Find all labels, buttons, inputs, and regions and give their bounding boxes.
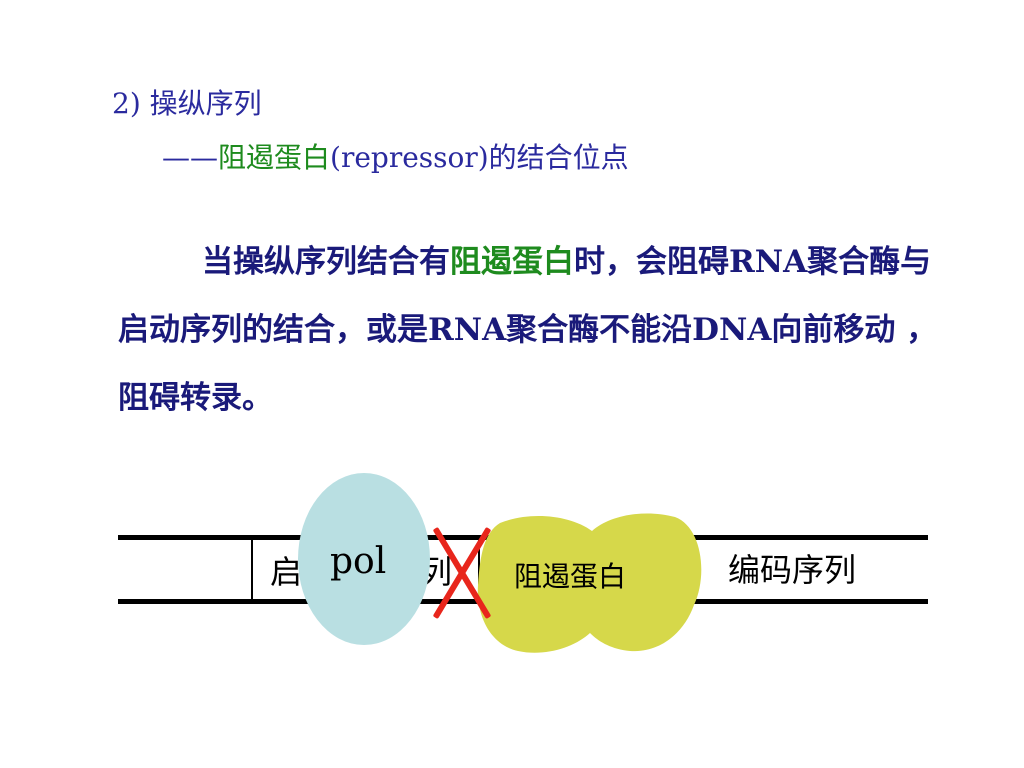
section-heading: 2) 操纵序列 bbox=[112, 86, 262, 122]
rna-polymerase-shape bbox=[298, 473, 430, 645]
subtitle-rest: (repressor)的结合位点 bbox=[330, 141, 629, 174]
repressor-label: 阻遏蛋白 bbox=[514, 560, 627, 593]
section-number: 2) bbox=[112, 87, 141, 120]
region-divider-left bbox=[251, 538, 253, 600]
subtitle-highlight: 阻遏蛋白 bbox=[218, 141, 331, 174]
region-divider-right bbox=[478, 538, 480, 600]
paragraph-highlight: 阻遏蛋白 bbox=[450, 244, 574, 280]
coding-sequence-label: 编码序列 bbox=[728, 551, 857, 589]
paragraph-part2: 时，会阻碍RNA聚合酶与启动序列的结合，或是RNA聚合酶不能沿DNA向前移动 ，… bbox=[118, 244, 938, 416]
repressor-protein-shape bbox=[477, 513, 702, 653]
promoter-label-left: 启 bbox=[270, 553, 303, 591]
pol-label: pol bbox=[330, 541, 387, 582]
body-paragraph: 当操纵序列结合有阻遏蛋白时，会阻碍RNA聚合酶与启动序列的结合，或是RNA聚合酶… bbox=[118, 228, 938, 432]
section-subtitle: ——阻遏蛋白(repressor)的结合位点 bbox=[162, 140, 629, 176]
subtitle-dash: —— bbox=[162, 141, 218, 174]
section-title: 操纵序列 bbox=[149, 87, 262, 120]
paragraph-part1: 当操纵序列结合有 bbox=[202, 244, 450, 280]
